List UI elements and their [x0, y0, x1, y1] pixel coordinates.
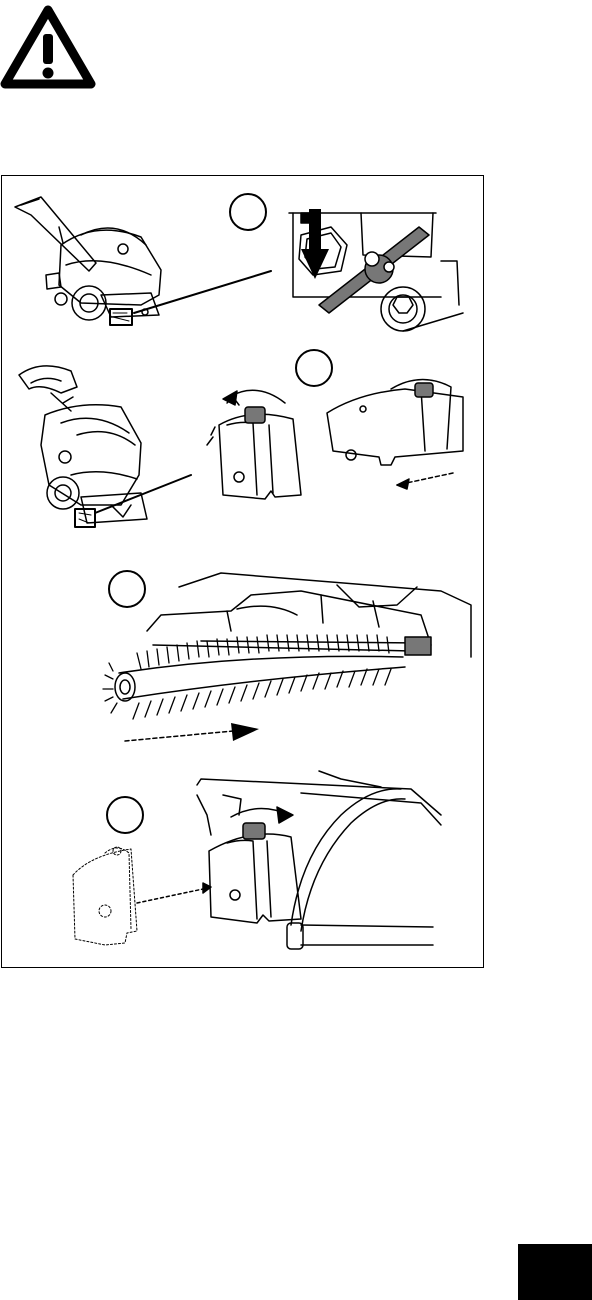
- step-2-circle: [296, 350, 332, 386]
- lever-detail: [289, 209, 463, 331]
- maintenance-illustration: [1, 175, 484, 968]
- leader-line: [95, 475, 191, 513]
- page-tab: [518, 1244, 592, 1300]
- step-3-circle: [109, 571, 145, 607]
- cover-slide-detail: [327, 379, 463, 489]
- brush-assembly: [103, 573, 471, 741]
- warning-triangle-icon: [0, 4, 96, 90]
- cover-remove-detail: [207, 390, 301, 499]
- machine-overview-1: [15, 197, 161, 325]
- step-4-circle: [107, 797, 143, 833]
- machine-overview-2: [19, 366, 147, 527]
- leader-line: [134, 271, 271, 313]
- step-1-circle: [230, 194, 266, 230]
